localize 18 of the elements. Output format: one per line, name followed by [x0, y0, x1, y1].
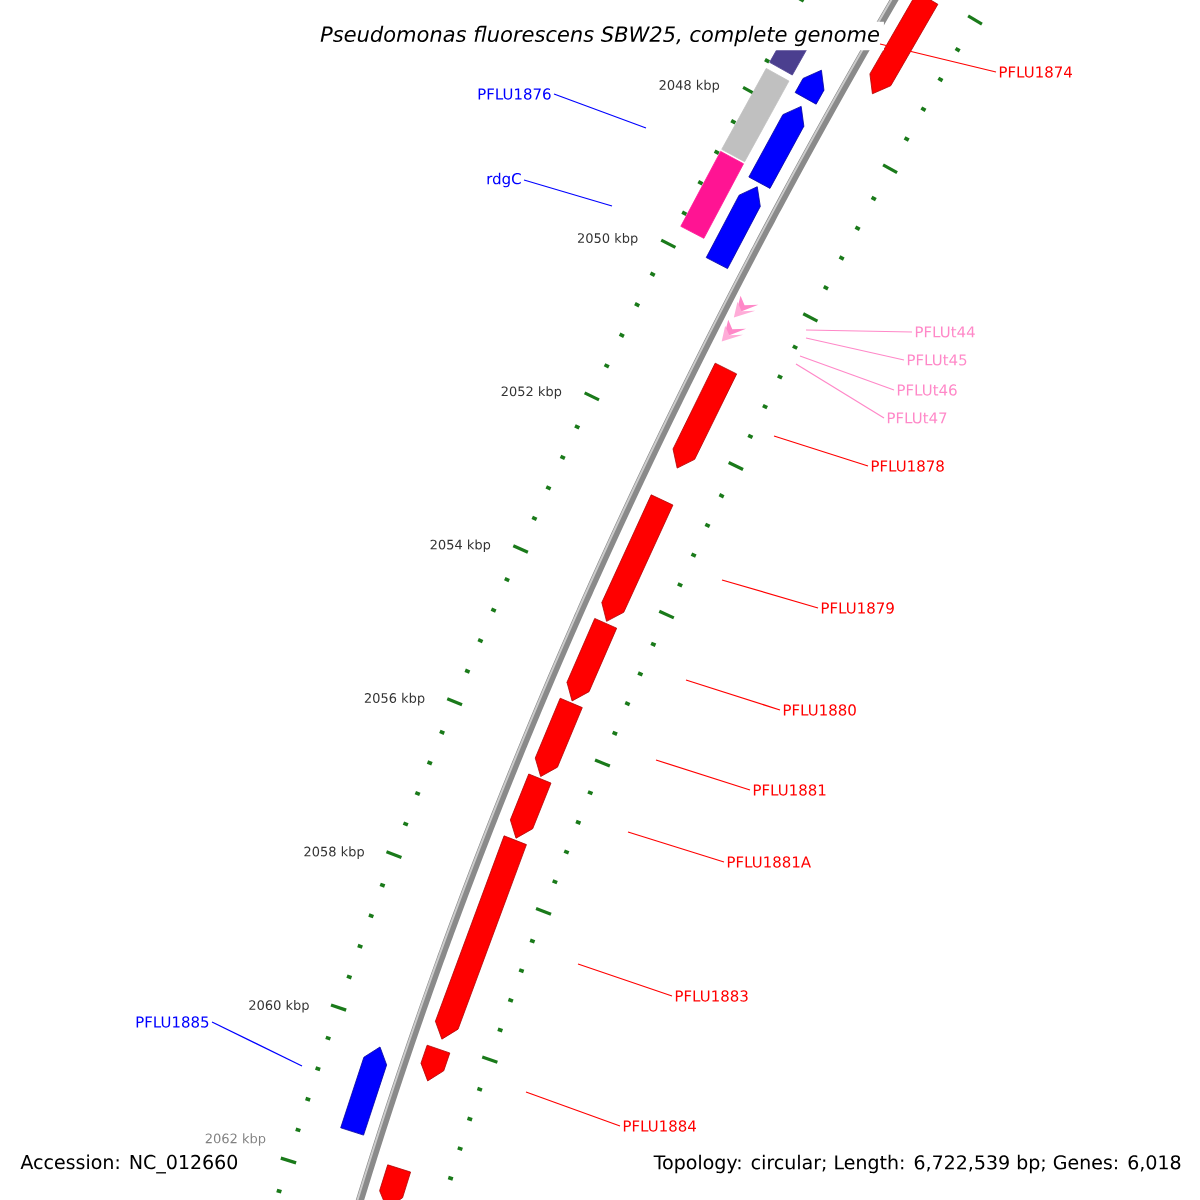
accession-text: Accession: NC_012660: [18, 1152, 241, 1176]
leader-line: [721, 579, 819, 609]
leader-line: [577, 963, 673, 997]
leader-line: [211, 1021, 303, 1067]
title: Pseudomonas fluorescens SBW25, complete genome: [316, 21, 884, 51]
leader-line: [805, 337, 905, 361]
leader-line: [795, 363, 885, 419]
leader-line: [773, 435, 869, 467]
leader-line: [627, 831, 725, 863]
leader-line: [805, 329, 913, 333]
genome-stats-text: Topology: circular; Length: 6,722,539 bp; Genes: 6,018: [651, 1152, 1184, 1176]
leader-line: [523, 179, 613, 207]
leader-line: [879, 43, 997, 73]
leader-line: [553, 93, 647, 129]
leader-line: [525, 1091, 621, 1127]
leader-line: [655, 759, 751, 791]
leader-line: [685, 679, 781, 711]
leader-line: [799, 355, 895, 391]
